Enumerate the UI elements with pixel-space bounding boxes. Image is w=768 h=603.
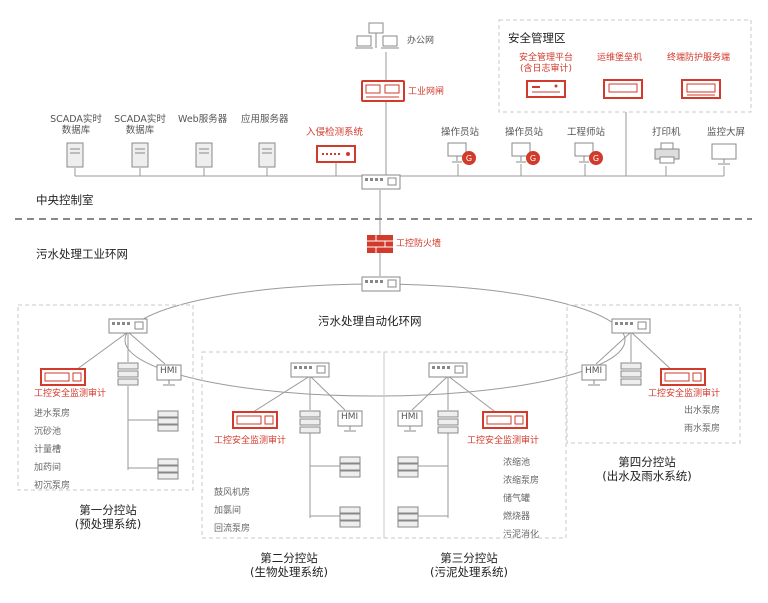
svg-text:G: G: [530, 154, 536, 163]
engineer-station-icon: G: [574, 142, 604, 170]
station4-hmi-icon: [581, 364, 607, 390]
ids-icon: [316, 145, 356, 167]
list-item: 加氯间: [214, 506, 242, 516]
central-control-room-label: 中央控制室: [36, 193, 94, 207]
station1-io-1-icon: [157, 410, 179, 436]
list-item: 浓缩泵房: [503, 476, 540, 486]
station3-switch-icon: [428, 362, 468, 382]
automation-ring-label: 污水处理自动化环网: [318, 314, 422, 328]
list-item: 储气罐: [503, 494, 531, 504]
list-item: 燃烧器: [503, 512, 531, 522]
scada-db-1-server-icon: [66, 142, 84, 172]
office-net-label: 办公网: [407, 36, 435, 46]
station3-audit-icon: [482, 411, 528, 433]
station1-switch-icon: [108, 318, 148, 338]
station2-hmi-icon: [337, 410, 363, 436]
station4-title: 第四分控站(出水及雨水系统): [602, 455, 692, 483]
ring-top-switch-icon: [361, 276, 401, 296]
scada-db-2-label: SCADA实时数据库: [114, 114, 166, 137]
industrial-gateway-icon: [361, 80, 405, 106]
endpoint-label: 终端防护服务端: [667, 53, 731, 63]
station2-title: 第二分控站(生物处理系统): [250, 551, 328, 579]
station2-hmi-label: HMI: [341, 412, 359, 422]
list-item: 雨水泵房: [684, 424, 721, 434]
sewage-ring-label: 污水处理工业环网: [36, 247, 128, 261]
station1-hmi-icon: [156, 364, 182, 390]
station3-io-1-icon: [397, 456, 419, 482]
station1-audit-icon: [40, 368, 86, 390]
station1-plc-icon: [117, 362, 139, 390]
operator-station-2-label: 操作员站: [505, 127, 544, 138]
app-server-icon: [258, 142, 276, 172]
scada-db-1-label: SCADA实时数据库: [50, 114, 102, 137]
central-switch-icon: [361, 174, 401, 194]
station4-audit-icon: [660, 368, 706, 390]
web-server-icon: [195, 142, 213, 172]
svg-text:G: G: [466, 154, 472, 163]
station1-hmi-label: HMI: [160, 366, 178, 376]
bastion-host-icon: [603, 79, 643, 103]
ids-label: 入侵检测系统: [306, 127, 364, 138]
firewall-icon: [366, 234, 394, 258]
printer-icon: [654, 142, 680, 168]
industrial-gateway-label: 工业网闸: [408, 87, 445, 97]
list-item: 污泥消化: [503, 530, 540, 540]
station1-title: 第一分控站(预处理系统): [74, 503, 142, 531]
security-zone-title: 安全管理区: [508, 31, 566, 45]
station3-audit-label: 工控安全监测审计: [467, 436, 540, 446]
station2-io-1-icon: [339, 456, 361, 482]
station1-io-2-icon: [157, 458, 179, 484]
app-server-label: 应用服务器: [241, 114, 289, 125]
station2-audit-icon: [232, 411, 278, 433]
list-item: 出水泵房: [684, 406, 721, 416]
station3-io-2-icon: [397, 506, 419, 532]
station1-audit-label: 工控安全监测审计: [34, 389, 107, 399]
station4-hmi-label: HMI: [585, 366, 603, 376]
list-item: 回流泵房: [214, 524, 251, 534]
engineer-station-label: 工程师站: [567, 127, 606, 138]
list-item: 初沉泵房: [34, 481, 71, 491]
svg-text:G: G: [593, 154, 599, 163]
station2-facility-list: 鼓风机房 加氯间 回流泵房: [214, 484, 250, 538]
station2-io-2-icon: [339, 506, 361, 532]
station2-plc-icon: [299, 410, 321, 438]
station2-switch-icon: [290, 362, 330, 382]
web-server-label: Web服务器: [178, 114, 228, 125]
firewall-label: 工控防火墙: [396, 239, 442, 249]
operator-station-1-icon: G: [447, 142, 477, 170]
station4-audit-label: 工控安全监测审计: [648, 389, 721, 399]
station4-facility-list: 出水泵房 雨水泵房: [684, 402, 720, 438]
list-item: 进水泵房: [34, 409, 71, 419]
security-platform-label: 安全管理平台(含日志审计): [518, 53, 573, 74]
operator-station-2-icon: G: [511, 142, 541, 170]
monitor-wall-icon: [711, 143, 737, 169]
list-item: 鼓风机房: [214, 488, 251, 498]
station3-hmi-icon: [397, 410, 423, 436]
list-item: 沉砂池: [34, 427, 62, 437]
station2-audit-label: 工控安全监测审计: [214, 436, 287, 446]
station4-switch-icon: [611, 318, 651, 338]
endpoint-server-icon: [681, 79, 721, 103]
bastion-label: 运维堡垒机: [597, 53, 643, 63]
station3-hmi-label: HMI: [401, 412, 419, 422]
office-network-icon: [355, 22, 403, 56]
list-item: 计量槽: [34, 445, 62, 455]
security-platform-icon: [526, 80, 566, 102]
list-item: 加药间: [34, 463, 62, 473]
list-item: 浓缩池: [503, 458, 531, 468]
station3-facility-list: 浓缩池 浓缩泵房 储气罐 燃烧器 污泥消化: [503, 454, 539, 544]
printer-label: 打印机: [652, 127, 681, 138]
operator-station-1-label: 操作员站: [441, 127, 480, 138]
station3-title: 第三分控站(污泥处理系统): [430, 551, 508, 579]
station3-plc-icon: [437, 410, 459, 438]
scada-db-2-server-icon: [131, 142, 149, 172]
station4-plc-icon: [620, 362, 642, 390]
monitor-wall-label: 监控大屏: [707, 127, 746, 138]
station1-facility-list: 进水泵房 沉砂池 计量槽 加药间 初沉泵房: [34, 405, 70, 495]
